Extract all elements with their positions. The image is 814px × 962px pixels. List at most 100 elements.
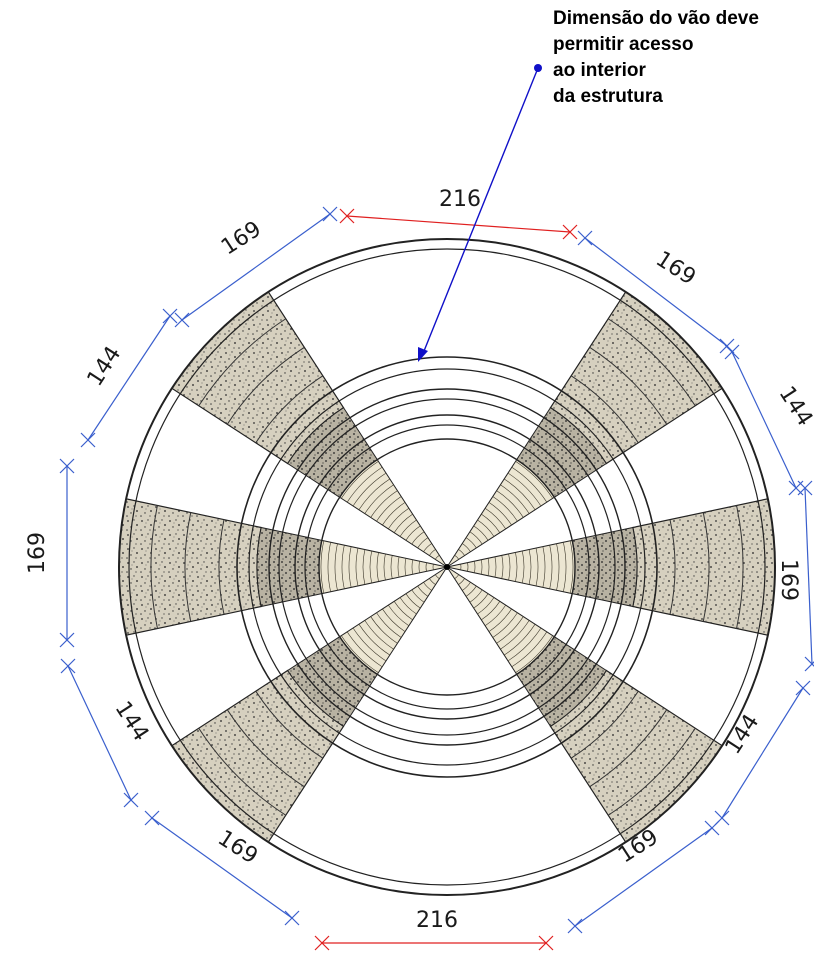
sector-arc-line bbox=[255, 690, 324, 759]
sector-fine-arc bbox=[469, 531, 483, 545]
dim-label-lower-left: 144 bbox=[110, 697, 154, 746]
rings-group bbox=[118, 238, 776, 896]
dim-line-lower-right bbox=[714, 680, 811, 826]
annotation-line-3: ao interior bbox=[553, 60, 646, 81]
sector-fine-arc bbox=[423, 543, 432, 552]
dim-tick bbox=[174, 312, 190, 328]
sector-225 bbox=[171, 566, 448, 843]
sector-fine-arc bbox=[364, 484, 394, 514]
sector-fine-arc bbox=[341, 461, 379, 499]
dim-tick bbox=[59, 458, 75, 474]
dim-label-top-left: 169 bbox=[217, 217, 266, 261]
sector-fine-arc bbox=[504, 624, 536, 656]
sector-fine-arc bbox=[563, 542, 567, 592]
dim-tick bbox=[704, 820, 720, 836]
dim-label-top-right: 169 bbox=[651, 247, 700, 291]
sector-fine-arc bbox=[404, 558, 407, 576]
sector-fine-arc bbox=[477, 597, 495, 615]
dim-tick bbox=[567, 918, 583, 934]
sector-fine-arc bbox=[504, 478, 536, 510]
sector-fine-arc bbox=[320, 540, 325, 594]
leader-line bbox=[421, 67, 539, 357]
dim-label-upper-right: 144 bbox=[774, 382, 814, 431]
sector-fine-arc bbox=[388, 604, 410, 626]
ring bbox=[318, 438, 576, 696]
sector-fine-arc bbox=[355, 548, 359, 586]
sector-fine-arc bbox=[515, 635, 553, 673]
sector-fine-arc bbox=[376, 552, 379, 582]
dim-tick bbox=[724, 344, 740, 360]
sector-fine-arc bbox=[515, 552, 518, 582]
dim-line-upper-left bbox=[80, 308, 178, 448]
sector-fine-arc bbox=[393, 601, 413, 621]
sector-fine-arc bbox=[501, 555, 504, 579]
sector-arc-line bbox=[607, 727, 696, 816]
sector-fine-arc bbox=[382, 608, 406, 632]
sector-fine-arc bbox=[542, 546, 546, 588]
sector-fine-arc bbox=[334, 543, 338, 591]
sector-fine-arc bbox=[487, 558, 490, 576]
sector-fine-arc bbox=[474, 561, 476, 573]
sector-fine-arc bbox=[462, 543, 471, 552]
sector-fine-arc bbox=[496, 490, 524, 518]
dim-tick bbox=[322, 206, 338, 222]
dim-tick bbox=[795, 680, 811, 696]
ring bbox=[128, 248, 766, 886]
sector-fine-arc bbox=[465, 585, 477, 597]
sector-fine-arc bbox=[515, 461, 553, 499]
access-annotation: Dimensão do vão deve permitir acesso ao … bbox=[553, 6, 813, 110]
sector-fine-arc bbox=[462, 582, 471, 591]
sector-fine-arc bbox=[346, 631, 383, 668]
ring bbox=[236, 356, 658, 778]
sector-fine-arc bbox=[364, 620, 394, 650]
dim-tick bbox=[577, 230, 593, 246]
sector-fine-arc bbox=[492, 612, 518, 638]
dim-tick bbox=[284, 910, 300, 926]
sector-fine-arc bbox=[480, 559, 483, 575]
dim-tick bbox=[797, 480, 813, 496]
sector-fine-arc bbox=[383, 553, 386, 581]
dim-tick bbox=[59, 632, 75, 648]
sector-fine-arc bbox=[370, 490, 398, 518]
dim-tick bbox=[562, 224, 578, 240]
sector-fine-arc bbox=[511, 631, 548, 668]
dim-tick bbox=[60, 658, 76, 674]
sector-fine-arc bbox=[399, 597, 417, 615]
sector-fine-arc bbox=[458, 578, 465, 585]
dim-line-top-left bbox=[174, 206, 338, 328]
dim-tick bbox=[314, 935, 330, 951]
dim-line bbox=[181, 213, 331, 321]
sector-fine-arc bbox=[494, 556, 497, 578]
dim-line-upper-right bbox=[724, 344, 804, 496]
sector-fine-arc bbox=[465, 537, 477, 549]
dim-line bbox=[67, 665, 132, 801]
leader-arrowhead bbox=[418, 347, 428, 362]
dim-label-right: 169 bbox=[776, 559, 801, 601]
ring bbox=[118, 238, 776, 896]
ring bbox=[278, 398, 616, 736]
sector-arc-line bbox=[184, 512, 192, 622]
sector-fine-arc bbox=[346, 466, 383, 503]
sector-arc-line bbox=[226, 346, 305, 425]
sector-outer-band bbox=[632, 498, 776, 636]
sector-fine-arc bbox=[411, 531, 425, 545]
annotation-line-2: permitir acesso bbox=[553, 34, 694, 55]
sector-fine-arc bbox=[418, 561, 420, 573]
sector-fine-arc bbox=[405, 525, 421, 541]
sector-fine-arc bbox=[481, 513, 501, 533]
sector-arc-line bbox=[589, 346, 668, 425]
sector-fine-arc bbox=[511, 466, 548, 503]
sector-mid-band bbox=[256, 526, 323, 608]
sector-fine-arc bbox=[341, 635, 379, 673]
sector-fine-arc bbox=[458, 549, 465, 556]
sector-fine-arc bbox=[417, 585, 429, 597]
sector-fine-arc bbox=[348, 546, 352, 588]
sector-fine-arc bbox=[535, 548, 539, 586]
sector-fine-arc bbox=[352, 627, 387, 662]
leader-arrow bbox=[418, 64, 542, 362]
sector-arc-line bbox=[198, 318, 287, 407]
sector-fine-arc bbox=[473, 593, 489, 609]
sector-fine-arc bbox=[388, 508, 410, 530]
dim-tick bbox=[719, 338, 735, 354]
sector-fine-arc bbox=[488, 502, 512, 526]
